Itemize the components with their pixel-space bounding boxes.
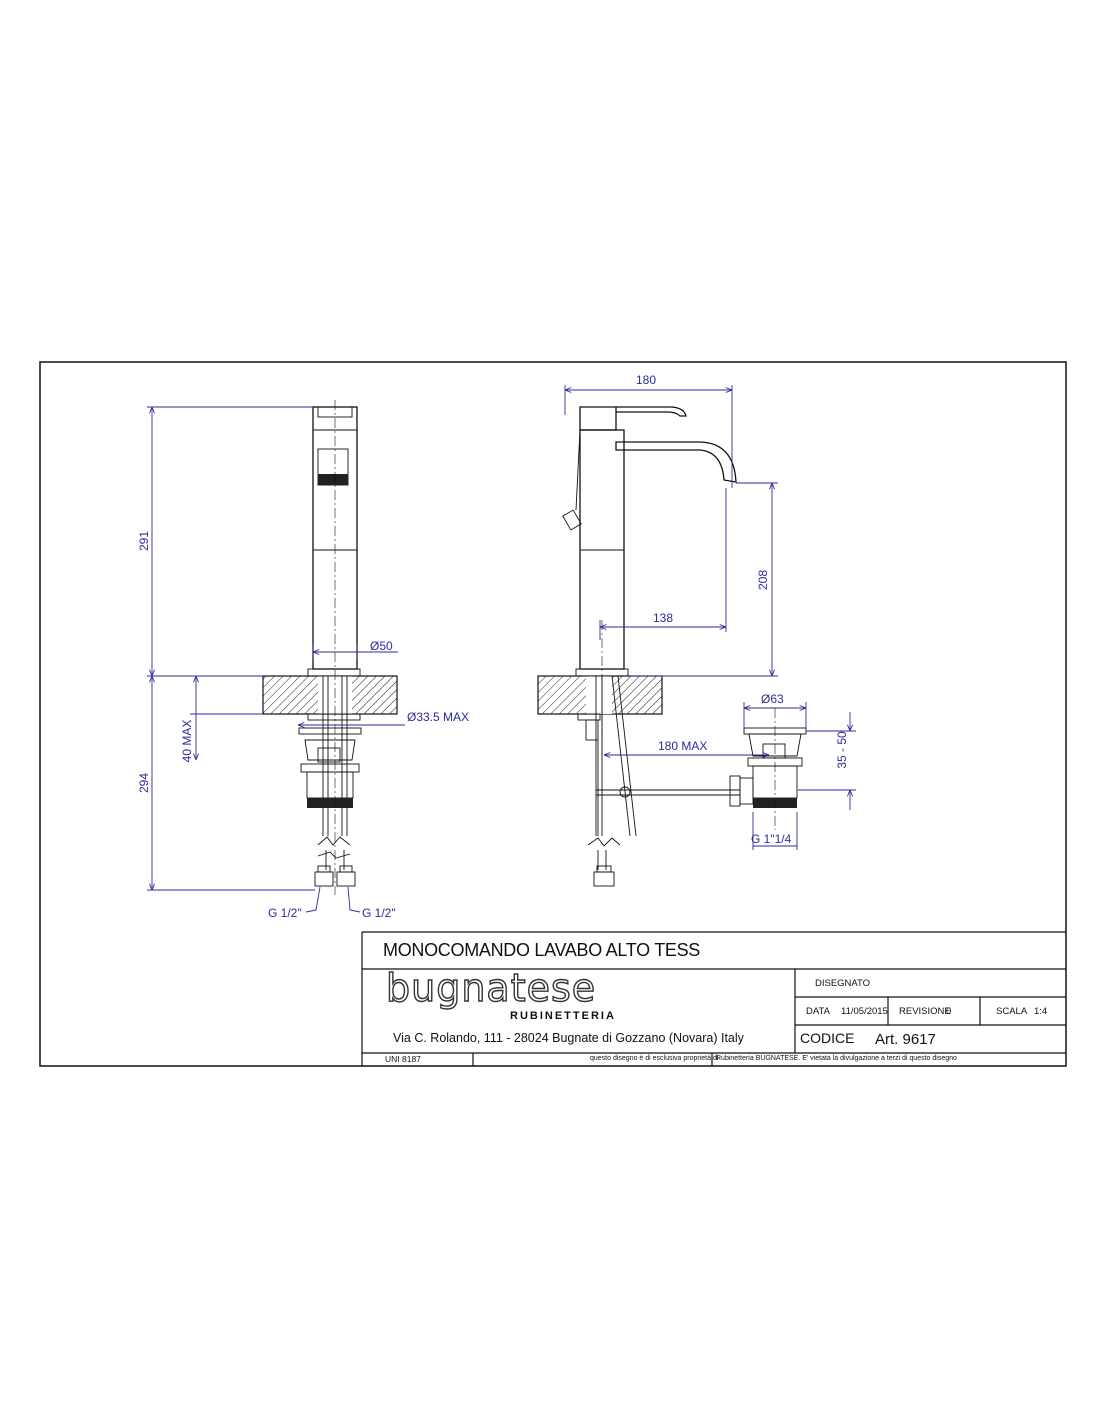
code-label: CODICE [800,1030,855,1046]
scale-value: 1:4 [1034,1006,1048,1017]
side-view: 180 208 138 Ø63 180 MAX 35 - 50 G 1"1/4 [537,373,856,887]
product-title: MONOCOMANDO LAVABO ALTO TESS [383,940,701,960]
brand-logo: bugnatese [385,966,597,1010]
scale-label: SCALA [996,1006,1028,1017]
date-label: DATA [806,1006,830,1017]
dim-40-max: 40 MAX [180,720,194,763]
dim-291: 291 [137,531,151,551]
dim-35-50: 35 - 50 [835,731,849,769]
dim-g-1-1-4: G 1"1/4 [751,832,792,846]
dim-g-half-right: G 1/2" [362,906,396,920]
dim-180: 180 [636,373,656,387]
dim-diameter-33-5-max: Ø33.5 MAX [407,710,469,724]
brand-name: bugnatese [385,966,597,1010]
date-value: 11/05/2015 [841,1006,888,1017]
pop-up-waste [729,708,807,830]
side-lever [616,406,687,417]
dim-294: 294 [137,773,151,793]
dim-diameter-63: Ø63 [761,692,784,706]
sheet-frame [39,361,1067,1067]
drawn-label: DISEGNATO [815,978,871,989]
standard-label: UNI 8187 [385,1054,421,1064]
title-block-grid [361,931,1066,1066]
company-address: Via C. Rolando, 111 - 28024 Bugnate di G… [393,1031,744,1045]
brand-subtitle: RUBINETTERIA [510,1010,616,1022]
dim-diameter-50: Ø50 [370,639,393,653]
side-spout [615,441,737,483]
revision-label: REVISIONE [899,1006,951,1017]
disclaimer-a: questo disegno è di esclusiva proprietà … [590,1055,719,1062]
dim-g-half-left: G 1/2" [268,906,302,920]
front-view: 291 294 40 MAX Ø50 Ø33.5 MAX G 1/2" G 1/… [137,400,469,920]
dim-138: 138 [653,611,673,625]
revision-value: 0 [946,1006,952,1017]
dim-180-max: 180 MAX [658,739,707,753]
code-value: Art. 9617 [875,1031,936,1048]
disclaimer-b: Rubinetteria BUGNATESE. E' vietata la di… [716,1055,957,1062]
dim-208: 208 [756,570,770,590]
